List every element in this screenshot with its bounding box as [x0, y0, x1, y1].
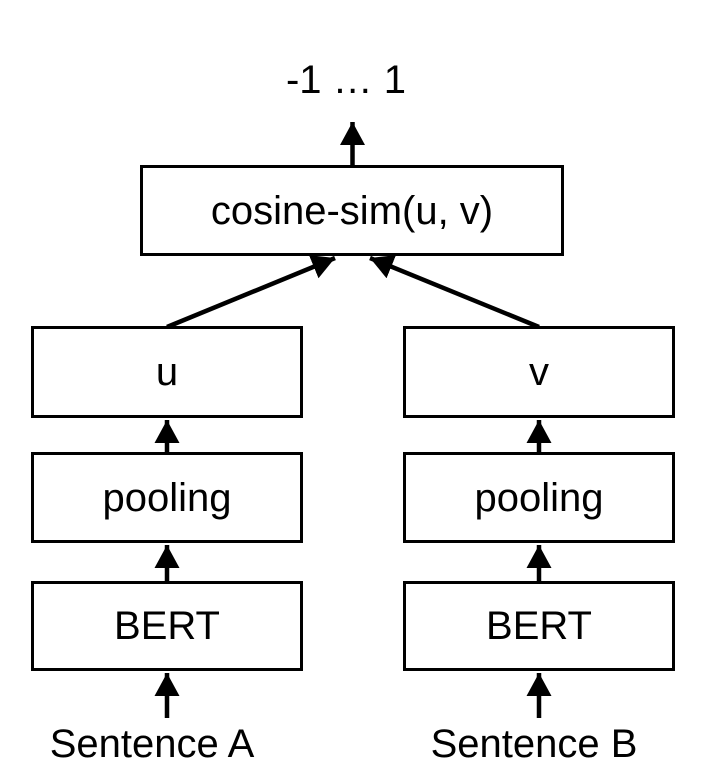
bert-left-label: BERT	[114, 604, 220, 648]
sentence-a-label: Sentence A	[49, 722, 255, 766]
embedding-u-box: u	[31, 326, 303, 418]
bert-left-box: BERT	[31, 581, 303, 671]
arrow-u-to-cosine	[166, 255, 336, 330]
sentence-b-label: Sentence B	[430, 722, 638, 766]
arrow-v-to-cosine	[369, 255, 540, 330]
bert-right-label: BERT	[486, 604, 592, 648]
pooling-right-label: pooling	[474, 475, 604, 520]
bert-right-box: BERT	[403, 581, 675, 671]
output-range-label: -1 … 1	[285, 58, 407, 102]
embedding-u-label: u	[155, 350, 179, 394]
cosine-sim-label: cosine-sim(u, v)	[210, 188, 494, 233]
pooling-left-box: pooling	[31, 452, 303, 543]
embedding-v-box: v	[403, 326, 675, 418]
embedding-v-label: v	[529, 350, 549, 394]
pooling-left-label: pooling	[102, 475, 232, 520]
pooling-right-box: pooling	[403, 452, 675, 543]
cosine-sim-box: cosine-sim(u, v)	[140, 165, 564, 256]
